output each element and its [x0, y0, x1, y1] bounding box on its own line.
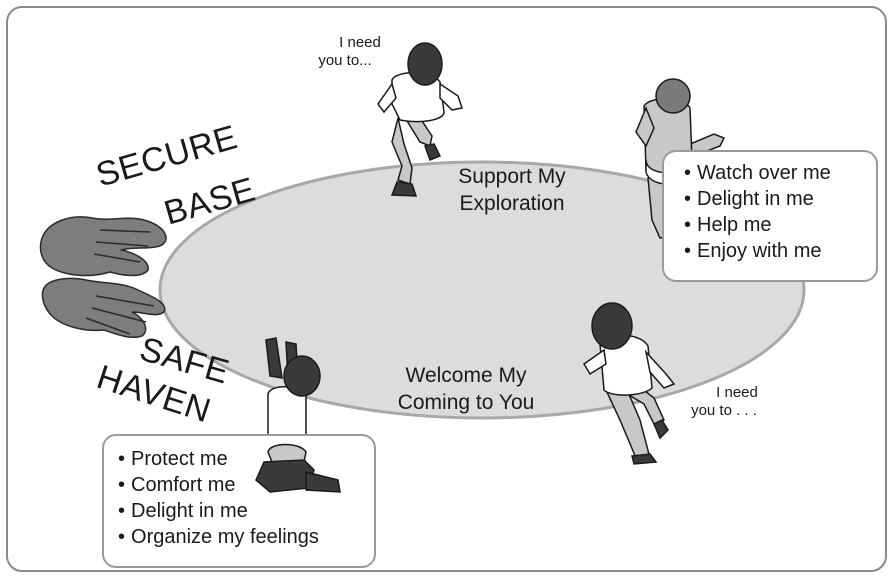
haven-need-item: Organize my feelings: [118, 524, 374, 550]
child-exploring-top: [377, 42, 463, 197]
exploration-need-item: Help me: [684, 212, 876, 238]
haven-needs-list: Protect me Comfort me Delight in me Orga…: [118, 446, 374, 550]
haven-need-item: Comfort me: [118, 472, 374, 498]
welcome-caption-line2: Coming to You: [397, 391, 535, 414]
haven-needs-box: Protect me Comfort me Delight in me Orga…: [102, 434, 376, 568]
haven-need-item: Delight in me: [118, 498, 374, 524]
exploration-needs-box: Watch over me Delight in me Help me Enjo…: [662, 150, 878, 282]
need-caption-top: I need you to...: [309, 34, 381, 70]
exploration-needs-list: Watch over me Delight in me Help me Enjo…: [684, 160, 876, 264]
need-top-line1: I need: [339, 34, 381, 51]
lower-hand-icon: [41, 277, 166, 339]
need-bottom-line2: you to . . .: [691, 402, 757, 419]
support-caption-line2: Exploration: [459, 192, 565, 215]
exploration-need-item: Enjoy with me: [684, 238, 876, 264]
exploration-need-item: Watch over me: [684, 160, 876, 186]
need-caption-bottom: I need you to . . .: [690, 384, 758, 420]
lower-hand-fingers-icon: [85, 295, 155, 335]
child-returning-bottom-right: [582, 302, 676, 465]
welcome-caption-line1: Welcome My: [405, 364, 527, 387]
welcome-coming-caption: Welcome My Coming to You: [398, 362, 535, 416]
need-top-line2: you to...: [318, 52, 372, 69]
upper-hand-fingers-icon: [93, 229, 151, 263]
diagram-frame: [6, 6, 887, 572]
support-caption-line1: Support My: [458, 165, 566, 188]
exploration-need-item: Delight in me: [684, 186, 876, 212]
need-bottom-line1: I need: [716, 384, 758, 401]
support-exploration-caption: Support My Exploration: [458, 163, 565, 217]
haven-need-item: Protect me: [118, 446, 374, 472]
hands-icon: [39, 216, 167, 339]
